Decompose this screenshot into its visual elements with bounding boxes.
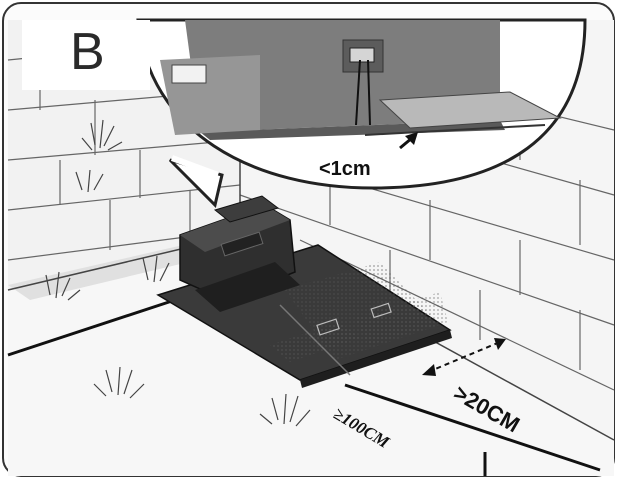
panel-letter: B bbox=[70, 23, 105, 81]
grass-tuft-icon bbox=[45, 119, 311, 427]
side-clearance-arrow bbox=[422, 338, 506, 376]
panel-letter-box bbox=[22, 20, 150, 90]
gap-measurement-label: <1cm bbox=[319, 158, 371, 180]
magnifier-callout bbox=[136, 18, 587, 208]
boundary-wire bbox=[7, 298, 601, 476]
charging-station-icon bbox=[156, 195, 452, 388]
